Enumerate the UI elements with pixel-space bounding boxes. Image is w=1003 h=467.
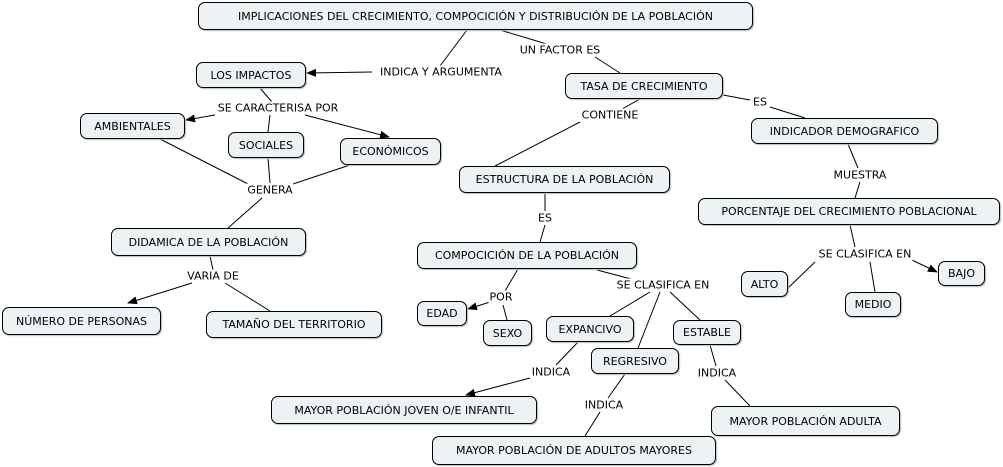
- node-adultos-mayores[interactable]: MAYOR POBLACIÓN DE ADULTOS MAYORES: [432, 436, 716, 465]
- node-didamica[interactable]: DIDAMICA DE LA POBLACIÓN: [111, 228, 306, 256]
- node-regresivo[interactable]: REGRESIVO: [591, 348, 679, 374]
- link-contiene: CONTIENE: [580, 108, 640, 122]
- node-indicador-demografico[interactable]: INDICADOR DEMOGRAFICO: [751, 118, 938, 144]
- link-varia-de: VARIA DE: [186, 269, 240, 283]
- node-tamano-territorio[interactable]: TAMAÑO DEL TERRITORIO: [206, 311, 382, 338]
- link-muestra: MUESTRA: [832, 168, 888, 182]
- node-sexo[interactable]: SEXO: [483, 320, 532, 346]
- node-economicos[interactable]: ECONÓMICOS: [340, 138, 441, 165]
- node-impactos[interactable]: LOS IMPACTOS: [196, 62, 306, 88]
- node-poblacion-joven[interactable]: MAYOR POBLACIÓN JOVEN O/E INFANTIL: [271, 396, 537, 424]
- node-estructura[interactable]: ESTRUCTURA DE LA POBLACIÓN: [459, 166, 670, 193]
- link-se-clasifica-en: SE CLASIFICA EN: [817, 247, 913, 261]
- link-es: ES: [537, 211, 553, 225]
- node-porcentaje[interactable]: PORCENTAJE DEL CRECIMIENTO POBLACIONAL: [698, 198, 1000, 225]
- link-genera: GENERA: [246, 183, 294, 197]
- link-indica-argumenta: INDICA Y ARGUMENTA: [379, 65, 503, 79]
- link-indica: INDICA: [530, 365, 572, 379]
- node-edad[interactable]: EDAD: [417, 301, 467, 326]
- link-se-caracterisa: SE CARACTERISA POR: [216, 101, 340, 115]
- node-ambientales[interactable]: AMBIENTALES: [80, 113, 185, 139]
- node-bajo[interactable]: BAJO: [938, 261, 985, 286]
- link-indica: INDICA: [696, 366, 738, 380]
- node-alto[interactable]: ALTO: [741, 271, 788, 297]
- node-sociales[interactable]: SOCIALES: [228, 132, 304, 158]
- node-compocicion[interactable]: COMPOCICIÓN DE LA POBLACIÓN: [417, 242, 637, 269]
- link-es: ES: [752, 95, 768, 109]
- node-poblacion-adulta[interactable]: MAYOR POBLACIÓN ADULTA: [711, 406, 900, 436]
- link-se-clasifica-en: SE CLASIFICA EN: [615, 278, 711, 292]
- link-un-factor-es: UN FACTOR ES: [518, 43, 602, 57]
- link-por: POR: [488, 290, 514, 304]
- node-medio[interactable]: MEDIO: [845, 292, 901, 317]
- node-numero-personas[interactable]: NÚMERO DE PERSONAS: [2, 307, 161, 335]
- node-tasa-crecimiento[interactable]: TASA DE CRECIMIENTO: [565, 73, 723, 99]
- node-estable[interactable]: ESTABLE: [673, 320, 741, 345]
- node-expancivo[interactable]: EXPANCIVO: [546, 316, 634, 342]
- node-title[interactable]: IMPLICACIONES DEL CRECIMIENTO, COMPOCICI…: [198, 2, 753, 30]
- link-indica: INDICA: [583, 398, 625, 412]
